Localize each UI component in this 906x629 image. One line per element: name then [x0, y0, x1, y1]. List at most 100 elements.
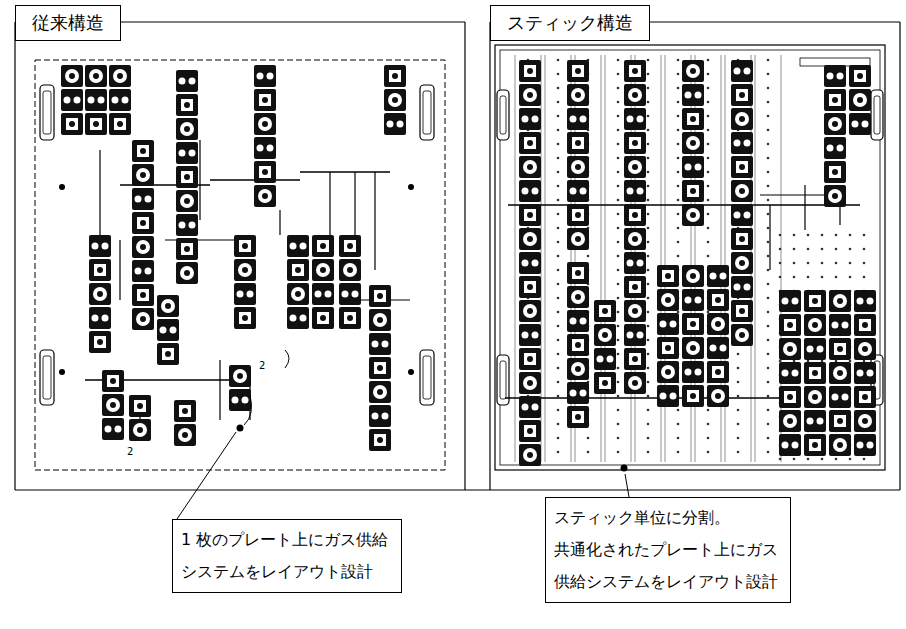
valve-port	[685, 369, 692, 376]
valve-block	[779, 314, 801, 336]
pipe-line	[354, 172, 355, 240]
valve-block	[657, 385, 679, 407]
valve-port	[629, 353, 641, 365]
valve-port	[862, 121, 869, 128]
valve-port	[597, 356, 604, 363]
valve-port	[97, 267, 103, 273]
valve-block	[657, 337, 679, 359]
valve-block	[682, 108, 704, 130]
valve-knob	[182, 432, 188, 438]
mount-hole	[557, 451, 560, 454]
valve-port	[137, 403, 143, 409]
valve-port	[94, 336, 106, 348]
valve-port	[829, 166, 841, 178]
valve-port	[857, 442, 864, 449]
valve-knob	[862, 418, 868, 424]
valve-port	[687, 185, 699, 197]
valve-port	[239, 240, 251, 252]
valve-block	[254, 185, 276, 207]
mount-hole	[707, 101, 710, 104]
valve-block	[174, 424, 196, 446]
mount-hole	[779, 276, 782, 279]
mount-hole	[807, 458, 810, 461]
valve-knob	[97, 291, 103, 297]
mount-hole	[677, 409, 680, 412]
valve-port	[832, 97, 838, 103]
valve-block	[657, 289, 679, 311]
valve-block	[682, 361, 704, 383]
valve-knob	[377, 317, 383, 323]
valve-knob	[69, 73, 75, 79]
valve-knob	[575, 366, 581, 372]
valve-port	[637, 188, 644, 195]
valve-port	[179, 150, 186, 157]
valve-knob	[828, 117, 842, 131]
valve-port	[344, 312, 356, 324]
valve-knob	[93, 287, 107, 301]
valve-knob	[628, 304, 642, 318]
valve-block	[129, 419, 151, 441]
mount-hole	[677, 101, 680, 104]
valve-block	[369, 429, 391, 451]
mount-hole	[557, 227, 560, 230]
mount-hole	[557, 297, 560, 300]
mount-hole	[737, 381, 740, 384]
pipe-line	[804, 185, 805, 230]
valve-block	[254, 65, 276, 87]
valve-port	[110, 378, 116, 384]
valve-port	[670, 321, 677, 328]
valve-block	[129, 395, 151, 417]
valve-knob	[571, 362, 585, 376]
valve-port	[98, 97, 105, 104]
valve-block	[519, 180, 541, 202]
valve-block	[707, 289, 729, 311]
valve-port	[532, 188, 539, 195]
valve-block	[369, 333, 391, 355]
valve-block	[176, 118, 198, 140]
valve-knob	[165, 303, 171, 309]
valve-port	[837, 418, 843, 424]
valve-port	[347, 315, 353, 321]
valve-block	[682, 180, 704, 202]
valve-port	[162, 348, 174, 360]
valve-knob	[686, 341, 700, 355]
plate-handle	[40, 350, 54, 405]
mount-hole	[677, 227, 680, 230]
mount-hole	[707, 423, 710, 426]
valve-port	[290, 243, 297, 250]
mount-hole	[617, 395, 620, 398]
valve-knob	[373, 313, 387, 327]
valve-block	[254, 137, 276, 159]
valve-port	[665, 273, 671, 279]
mount-hole	[707, 199, 710, 202]
valve-block	[339, 235, 361, 257]
valve-port	[685, 164, 692, 171]
mount-hole	[557, 283, 560, 286]
valve-port	[739, 92, 745, 98]
valve-block	[804, 410, 826, 432]
valve-knob	[295, 291, 301, 297]
valve-block	[61, 65, 83, 87]
mount-hole	[647, 381, 650, 384]
valve-port	[744, 68, 751, 75]
valve-port	[792, 298, 799, 305]
valve-port	[184, 174, 190, 180]
valve-port	[572, 65, 584, 77]
valve-block	[174, 400, 196, 422]
plate-handle	[874, 96, 880, 134]
mount-hole	[557, 241, 560, 244]
valve-port	[807, 418, 814, 425]
valve-knob	[783, 414, 797, 428]
panel-frame	[489, 22, 490, 490]
valve-knob	[184, 198, 190, 204]
valve-port	[374, 434, 386, 446]
valve-port	[524, 209, 536, 221]
mount-hole	[617, 213, 620, 216]
valve-port	[734, 284, 741, 291]
valve-port	[300, 243, 307, 250]
mount-hole	[779, 234, 782, 237]
mount-hole	[647, 409, 650, 412]
valve-knob	[858, 414, 872, 428]
valve-port	[859, 391, 871, 403]
valve-port	[660, 393, 667, 400]
